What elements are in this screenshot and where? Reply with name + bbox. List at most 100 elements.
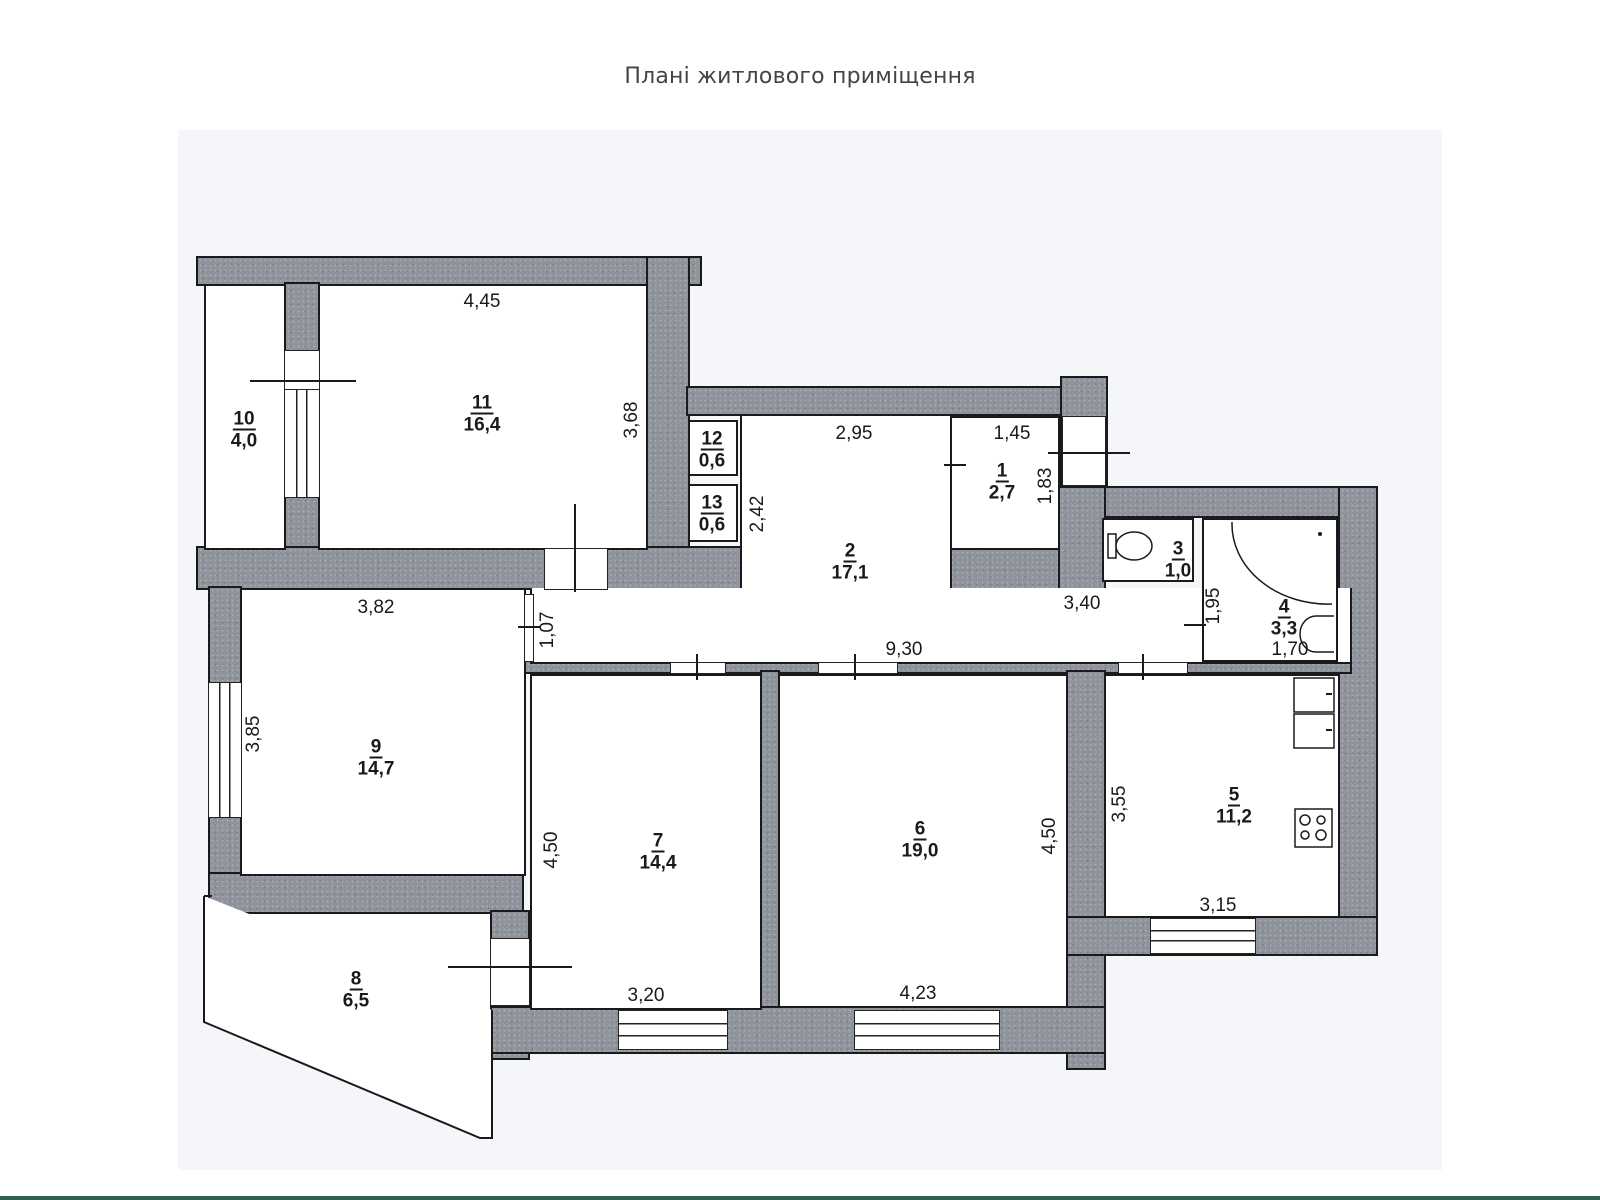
dim-r11-height: 3,68 bbox=[621, 401, 642, 439]
door-entrance bbox=[1062, 416, 1106, 486]
room-number: 10 bbox=[232, 408, 256, 431]
room-number: 1 bbox=[995, 460, 1009, 483]
room-1 bbox=[950, 416, 1060, 550]
room-10-loggia bbox=[204, 284, 286, 550]
dim-r4-width: 1,70 bbox=[1271, 639, 1309, 660]
dim-corridor-right: 3,40 bbox=[1063, 593, 1101, 614]
room-12-closet bbox=[688, 420, 738, 476]
dim-r4-height: 1,95 bbox=[1203, 587, 1224, 625]
room-number: 7 bbox=[651, 830, 665, 853]
room-2-hall bbox=[740, 416, 952, 592]
room-area: 19,0 bbox=[901, 840, 939, 862]
door-tick-entrance bbox=[1048, 452, 1130, 454]
window-5-bottom bbox=[1150, 918, 1256, 954]
room-number: 9 bbox=[369, 736, 383, 759]
door-tick-6 bbox=[854, 654, 856, 680]
dim-r11-width: 4,45 bbox=[463, 291, 501, 312]
dim-door-width: 1,07 bbox=[537, 611, 558, 649]
dim-r9-height: 3,85 bbox=[243, 715, 264, 753]
door-tick-5 bbox=[1142, 654, 1144, 680]
wall-bottom-outer bbox=[490, 1006, 1106, 1054]
room-area: 16,4 bbox=[463, 414, 501, 436]
door-balcony bbox=[490, 938, 530, 1006]
dim-r1-width: 1,45 bbox=[993, 423, 1031, 444]
room-number: 13 bbox=[700, 492, 724, 515]
room-number: 5 bbox=[1227, 784, 1241, 807]
room-number: 8 bbox=[349, 968, 363, 991]
room-area: 14,4 bbox=[639, 852, 677, 874]
door-tick-10-11 bbox=[250, 380, 356, 382]
door-tick-7 bbox=[696, 654, 698, 680]
door-9-corridor bbox=[524, 594, 534, 662]
dim-corridor-length: 9,30 bbox=[885, 639, 923, 660]
door-6 bbox=[818, 662, 898, 674]
door-7 bbox=[670, 662, 726, 674]
room-6 bbox=[778, 674, 1068, 1008]
wall-corridor-top bbox=[686, 386, 1106, 416]
sink-icon bbox=[1299, 615, 1334, 653]
room-area: 0,6 bbox=[698, 514, 726, 536]
room-area: 0,6 bbox=[698, 450, 726, 472]
wall-bath-top bbox=[1066, 486, 1378, 518]
dim-r7-height: 4,50 bbox=[541, 831, 562, 869]
room-area: 6,5 bbox=[342, 990, 370, 1012]
room-area: 14,7 bbox=[357, 758, 395, 780]
wall-top-left bbox=[196, 256, 702, 286]
room-area: 4,0 bbox=[230, 430, 258, 452]
dim-r9-width: 3,82 bbox=[357, 597, 395, 618]
door-tick-4 bbox=[1184, 624, 1206, 626]
dim-r2-height: 2,42 bbox=[747, 495, 768, 533]
bottom-border bbox=[0, 1196, 1600, 1200]
dim-r6-width: 4,23 bbox=[899, 983, 937, 1004]
door-tick-1 bbox=[944, 464, 966, 466]
dim-r1-height: 1,83 bbox=[1035, 467, 1056, 505]
dim-r5-width: 3,15 bbox=[1199, 895, 1237, 916]
room-9 bbox=[240, 588, 526, 876]
dim-r6-height: 4,50 bbox=[1039, 817, 1060, 855]
shower-icon bbox=[1231, 521, 1333, 605]
room-number: 6 bbox=[913, 818, 927, 841]
room-8-balcony-outline bbox=[203, 895, 493, 1139]
window-10-11 bbox=[284, 388, 320, 498]
door-tick-11-corridor bbox=[574, 504, 576, 592]
stove-icon bbox=[1294, 808, 1333, 848]
door-5 bbox=[1118, 662, 1188, 674]
window-6-bottom bbox=[854, 1010, 1000, 1050]
toilet-icon bbox=[1107, 531, 1153, 561]
room-number: 12 bbox=[700, 428, 724, 451]
wall-room1-right bbox=[1058, 486, 1106, 590]
door-10-11 bbox=[284, 350, 320, 390]
kitchen-sink-icon bbox=[1293, 677, 1335, 749]
door-11-corridor bbox=[544, 548, 608, 590]
room-number: 11 bbox=[470, 392, 494, 415]
wall-right-outer bbox=[1338, 486, 1378, 926]
room-number: 3 bbox=[1171, 538, 1185, 561]
plan-title: Плані житлового приміщення bbox=[624, 64, 976, 89]
room-number: 4 bbox=[1277, 596, 1291, 619]
door-tick-balcony bbox=[448, 966, 572, 968]
room-7 bbox=[530, 674, 762, 1010]
room-area: 2,7 bbox=[988, 482, 1016, 504]
dim-r2-width: 2,95 bbox=[835, 423, 873, 444]
room-area: 17,1 bbox=[831, 562, 869, 584]
window-9-left bbox=[208, 682, 242, 818]
room-number: 2 bbox=[843, 540, 857, 563]
door-tick-9 bbox=[518, 626, 540, 628]
dim-r5-height: 3,55 bbox=[1109, 785, 1130, 823]
room-area: 3,3 bbox=[1270, 618, 1298, 640]
room-area: 11,2 bbox=[1216, 806, 1252, 828]
dim-r7-width: 3,20 bbox=[627, 985, 665, 1006]
